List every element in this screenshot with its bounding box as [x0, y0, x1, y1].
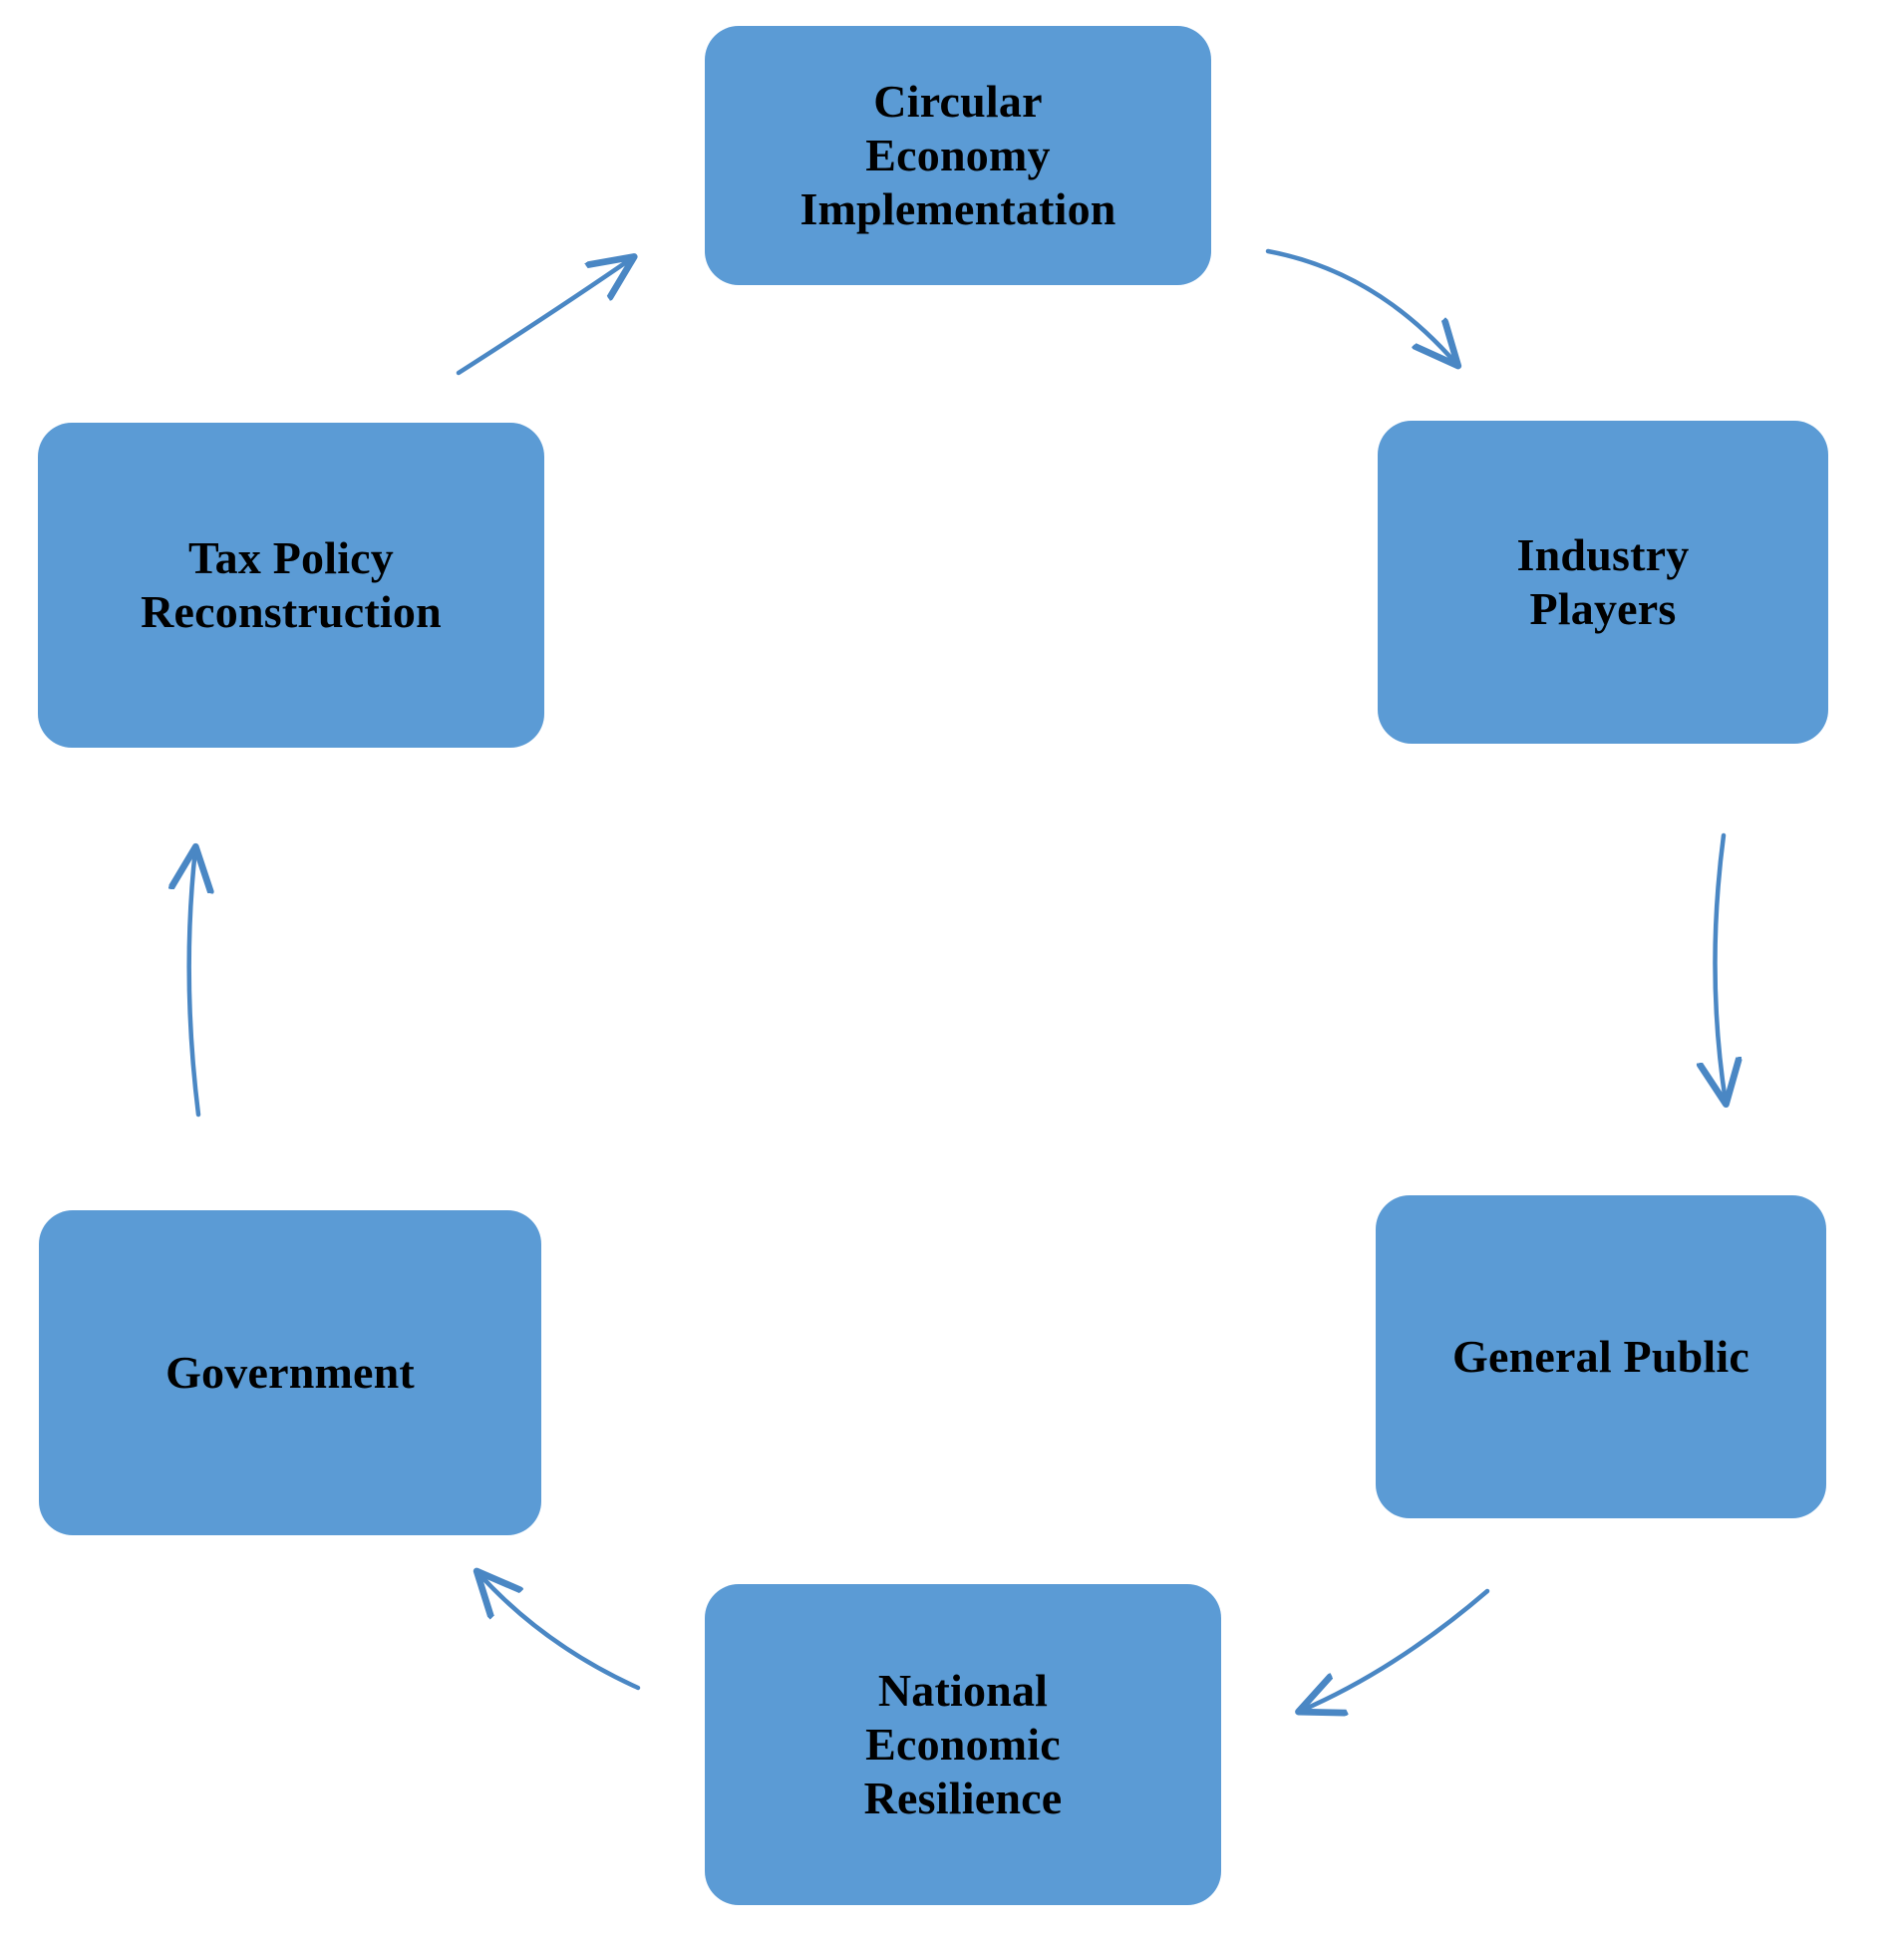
node-industry-players[interactable]: Industry Players: [1378, 421, 1828, 744]
node-circular-economy-implementation[interactable]: Circular Economy Implementation: [705, 26, 1211, 285]
node-label: Industry Players: [1516, 528, 1690, 634]
node-tax-policy-reconstruction[interactable]: Tax Policy Reconstruction: [38, 423, 544, 748]
node-label: National Economic Resilience: [863, 1664, 1063, 1824]
node-label: Circular Economy Implementation: [799, 75, 1116, 235]
node-national-economic-resilience[interactable]: National Economic Resilience: [705, 1584, 1221, 1905]
node-label: Government: [165, 1346, 415, 1398]
node-label: General Public: [1452, 1330, 1749, 1382]
edge-public-to-resilience: [1301, 1588, 1490, 1711]
node-government[interactable]: Government: [39, 1210, 541, 1535]
node-label: Tax Policy Reconstruction: [141, 531, 442, 637]
edge-resilience-to-government: [478, 1573, 641, 1691]
edge-industry-to-public: [1715, 832, 1726, 1102]
edge-government-to-tax: [189, 849, 198, 1118]
edge-tax-to-cei: [456, 258, 632, 376]
edge-cei-to-industry: [1265, 248, 1456, 364]
node-general-public[interactable]: General Public: [1376, 1195, 1826, 1518]
